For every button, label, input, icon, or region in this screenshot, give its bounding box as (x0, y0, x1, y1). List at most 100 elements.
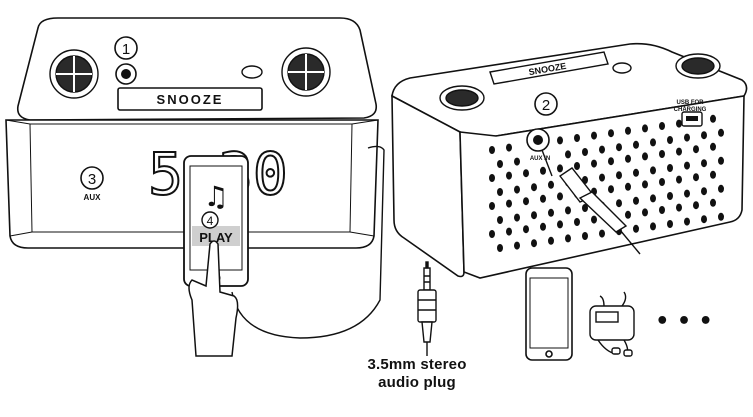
grille-hole (633, 140, 639, 149)
grille-hole (582, 148, 588, 156)
grille-hole (608, 129, 614, 138)
grille-hole (548, 208, 554, 217)
grille-hole (642, 180, 648, 189)
grille-hole (710, 142, 716, 151)
grille-hole (506, 227, 512, 236)
plug-caption: 3.5mm stereo audio plug (352, 356, 482, 392)
callout-1: 1 (114, 36, 138, 60)
grille-hole (701, 187, 707, 196)
grille-hole (531, 239, 537, 248)
svg-text:3: 3 (88, 171, 96, 188)
grille-hole (625, 126, 631, 135)
callout-3: 3 (80, 166, 104, 190)
mp3-player-device (589, 291, 635, 357)
grille-hole (523, 197, 529, 206)
grille-hole (531, 211, 537, 220)
grille-hole (497, 188, 503, 196)
right-speaker-clock (391, 42, 748, 279)
grille-hole (514, 241, 520, 250)
grille-hole (514, 157, 520, 166)
grille-hole (633, 224, 639, 233)
grille-hole (642, 208, 648, 217)
grille-hole (514, 185, 520, 194)
left-snooze-bar[interactable]: SNOOZE (117, 87, 263, 111)
grille-hole (676, 175, 682, 184)
grille-hole (676, 147, 682, 156)
grille-hole (684, 217, 690, 226)
grille-hole (659, 178, 665, 186)
grille-hole (693, 173, 699, 182)
grille-hole (557, 164, 563, 173)
grille-hole (633, 196, 639, 205)
grille-hole (489, 202, 495, 210)
grille-hole (659, 122, 665, 130)
more-dots: • • • (655, 309, 713, 334)
grille-hole (599, 173, 605, 182)
grille-hole (557, 136, 563, 145)
grille-hole (565, 150, 571, 159)
grille-hole (565, 234, 571, 243)
grille-hole (557, 192, 563, 201)
aux-in-jack[interactable] (526, 128, 550, 152)
inserted-plug (541, 149, 641, 255)
svg-text:1: 1 (122, 41, 130, 58)
right-dial-front[interactable] (439, 85, 485, 111)
left-snooze-label: SNOOZE (157, 92, 224, 107)
grille-hole (633, 168, 639, 177)
left-speaker-clock (5, 17, 379, 249)
left-volume-dial[interactable] (49, 49, 99, 99)
grille-hole (650, 222, 656, 231)
grille-hole (642, 124, 648, 133)
grille-hole (523, 169, 529, 178)
left-control-knob[interactable] (115, 63, 137, 85)
grille-hole (497, 216, 503, 224)
grille-hole (667, 192, 673, 200)
grille-hole (701, 159, 707, 168)
right-snooze-bar[interactable]: SNOOZE (489, 51, 609, 85)
right-dial-back[interactable] (675, 53, 721, 79)
grille-hole (650, 138, 656, 147)
grille-hole (693, 201, 699, 210)
grille-hole (514, 213, 520, 222)
left-tuning-dial[interactable] (281, 47, 331, 97)
grille-hole (565, 206, 571, 215)
grille-hole (506, 143, 512, 152)
grille-hole (608, 157, 614, 166)
usb-charging-port[interactable] (681, 111, 703, 127)
grille-hole (718, 128, 724, 137)
usb-label-1: USB FOR (677, 100, 705, 106)
grille-hole (650, 166, 656, 175)
callout-2: 2 (534, 92, 558, 116)
grille-hole (676, 203, 682, 212)
grille-hole (642, 152, 648, 161)
grille-hole (710, 114, 716, 123)
grille-hole (693, 145, 699, 154)
grille-hole (489, 230, 495, 238)
left-round-button[interactable] (241, 65, 263, 79)
grille-hole (523, 225, 529, 234)
grille-hole (718, 212, 724, 221)
grille-hole (616, 171, 622, 180)
grille-hole (591, 215, 597, 224)
right-round-button[interactable] (612, 62, 632, 74)
audio-cable-left (231, 145, 385, 339)
grille-hole (710, 170, 716, 179)
smartphone-device (525, 267, 573, 361)
grille-hole (625, 210, 631, 219)
grille-hole (684, 189, 690, 198)
aux-label: AUX (84, 193, 102, 202)
grille-hole (497, 244, 503, 252)
grille-hole (540, 222, 546, 231)
plug-caption-line1: 3.5mm stereo (367, 356, 467, 373)
grille-hole (667, 220, 673, 228)
grille-hole (667, 164, 673, 172)
smartphone-playing[interactable]: ♫ PLAY 4 (183, 155, 249, 287)
hand (188, 240, 239, 357)
grille-hole (608, 185, 614, 194)
grille-hole (548, 180, 554, 189)
music-note-icon: ♫ (203, 180, 228, 213)
grille-hole (591, 131, 597, 140)
grille-hole (718, 156, 724, 165)
grille-hole (506, 171, 512, 180)
